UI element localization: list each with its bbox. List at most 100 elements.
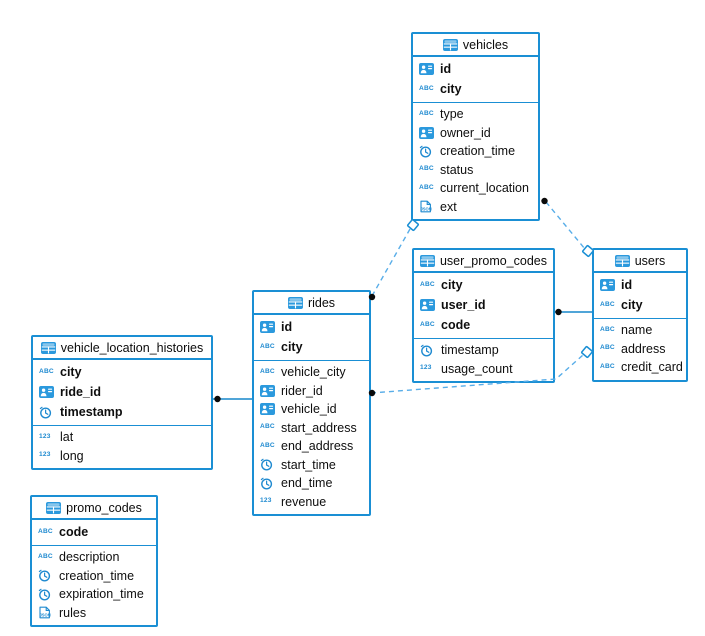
column-creation_time[interactable]: creation_time bbox=[413, 142, 538, 161]
abc-icon: ABC bbox=[260, 368, 277, 376]
column-owner_id[interactable]: owner_id bbox=[413, 124, 538, 143]
abc-icon: ABC bbox=[260, 424, 277, 431]
abc-icon: ABC bbox=[419, 109, 436, 118]
column-start_time[interactable]: start_time bbox=[254, 456, 369, 475]
column-name: long bbox=[60, 448, 84, 463]
column-name: ext bbox=[440, 199, 457, 214]
table-header[interactable]: users bbox=[594, 250, 686, 273]
clock-icon bbox=[38, 588, 55, 601]
column-creation_time[interactable]: creation_time bbox=[32, 567, 156, 586]
column-name: revenue bbox=[281, 494, 327, 509]
column-name: creation_time bbox=[59, 568, 135, 583]
column-credit_card[interactable]: ABC credit_card bbox=[594, 358, 686, 377]
table-icon bbox=[46, 501, 62, 514]
table-header[interactable]: vehicle_location_histories bbox=[33, 337, 211, 360]
column-name: rider_id bbox=[281, 383, 323, 398]
abc-icon: ABC bbox=[419, 109, 434, 117]
table-header[interactable]: rides bbox=[254, 292, 369, 315]
table-name: rides bbox=[307, 295, 336, 310]
clock-icon bbox=[419, 145, 436, 158]
column-expiration_time[interactable]: expiration_time bbox=[32, 585, 156, 604]
column-end_time[interactable]: end_time bbox=[254, 474, 369, 493]
column-id[interactable]: id bbox=[594, 275, 686, 295]
abc-icon: ABC bbox=[419, 85, 436, 93]
column-name: address bbox=[621, 341, 666, 356]
abc-icon: ABC bbox=[600, 362, 617, 371]
abc-icon: ABC bbox=[600, 325, 615, 333]
column-name: creation_time bbox=[440, 144, 516, 159]
abc-icon: ABC bbox=[600, 325, 617, 334]
column-id[interactable]: id bbox=[254, 317, 369, 337]
abc-icon: ABC bbox=[38, 527, 55, 536]
column-name: description bbox=[59, 550, 120, 565]
column-name: start_address bbox=[281, 420, 357, 435]
abc-icon: ABC bbox=[600, 300, 615, 308]
column-id[interactable]: id bbox=[413, 59, 538, 79]
column-name: id bbox=[281, 320, 293, 334]
num-icon: 123 bbox=[39, 432, 56, 441]
table-icon bbox=[419, 254, 435, 267]
column-vehicle_id[interactable]: vehicle_id bbox=[254, 400, 369, 419]
column-timestamp[interactable]: timestamp bbox=[33, 402, 211, 422]
abc-icon: ABC bbox=[419, 165, 434, 173]
abc-icon: ABC bbox=[600, 362, 615, 370]
column-name: ride_id bbox=[60, 385, 101, 399]
clock-icon bbox=[260, 458, 277, 471]
column-user_id[interactable]: user_id bbox=[414, 295, 553, 315]
num-icon: 123 bbox=[39, 452, 56, 459]
table-header[interactable]: promo_codes bbox=[32, 497, 156, 520]
table-header[interactable]: user_promo_codes bbox=[414, 250, 553, 273]
num-icon: 123 bbox=[39, 451, 51, 459]
num-icon: 123 bbox=[39, 432, 51, 440]
column-name: type bbox=[440, 107, 464, 122]
column-timestamp[interactable]: timestamp bbox=[414, 341, 553, 360]
column-name: start_time bbox=[281, 457, 336, 472]
table-header[interactable]: vehicles bbox=[413, 34, 538, 57]
column-rider_id[interactable]: rider_id bbox=[254, 382, 369, 401]
num-icon: 123 bbox=[420, 365, 437, 372]
column-ride_id[interactable]: ride_id bbox=[33, 382, 211, 402]
abc-icon: ABC bbox=[38, 527, 53, 535]
column-type[interactable]: ABC type bbox=[413, 105, 538, 124]
column-start_address[interactable]: ABC start_address bbox=[254, 419, 369, 438]
column-name: city bbox=[441, 278, 463, 292]
column-name: credit_card bbox=[621, 360, 683, 375]
column-name: user_id bbox=[441, 298, 486, 312]
relation-diamond-endpoint bbox=[407, 219, 419, 231]
column-long[interactable]: 123 long bbox=[33, 447, 211, 466]
table-icon bbox=[40, 341, 56, 354]
